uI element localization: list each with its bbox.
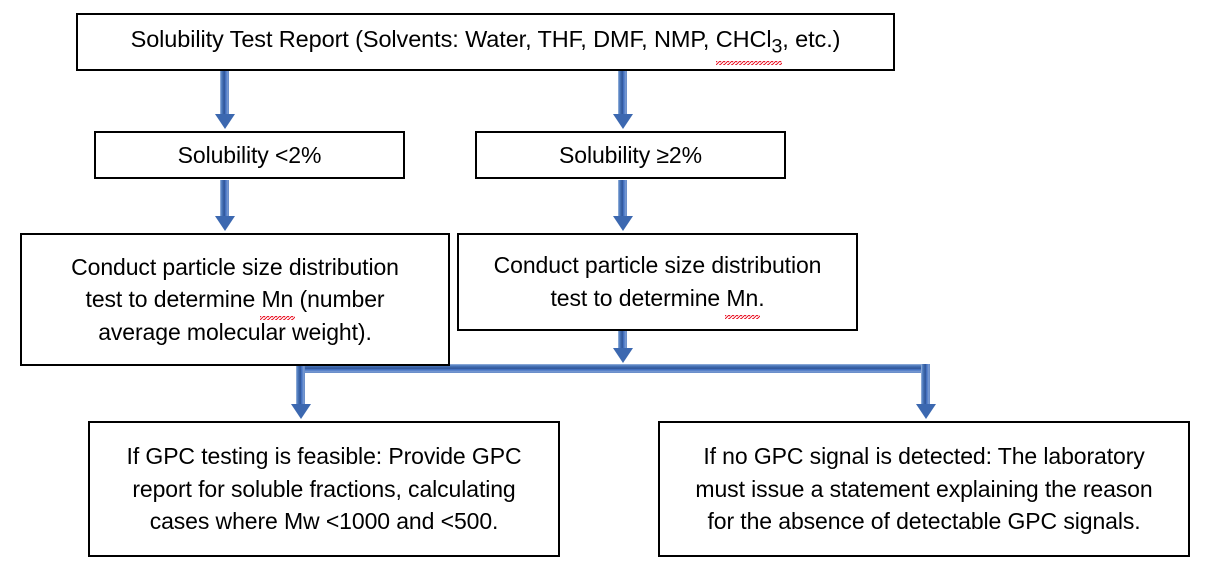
node-particle-size-distribution-right-label: Conduct particle size distribution test t…: [459, 249, 856, 319]
report-formula-chcl3: CHCl3: [715, 23, 783, 66]
arrow-head-down-icon: [612, 348, 633, 363]
gpc-yes-line2: report for soluble fractions, calculatin…: [132, 475, 516, 502]
arrow-shaft: [220, 180, 229, 218]
psd-left-line2-before: test to determine: [85, 286, 262, 313]
node-solubility-greater-equal-2[interactable]: Solubility ≥2%: [475, 131, 786, 179]
node-solubility-test-report[interactable]: Solubility Test Report (Solvents: Water,…: [76, 13, 895, 71]
arrow-head-down-right-icon: [915, 404, 936, 419]
psd-left-line3: average molecular weight).: [98, 318, 372, 345]
report-formula-subscript: 3: [771, 35, 783, 58]
gpc-yes-line3: cases where Mw <1000 and <500.: [149, 508, 499, 535]
psd-left-line2-after: (number: [293, 286, 385, 313]
psd-right-line2-after: .: [758, 285, 765, 311]
node-particle-size-distribution-left-label: Conduct particle size distribution test t…: [22, 251, 448, 349]
node-solubility-test-report-label: Solubility Test Report (Solvents: Water,…: [78, 23, 893, 66]
node-gpc-testing-feasible-label: If GPC testing is feasible: Provide GPC r…: [90, 440, 558, 538]
arrow-head-down-icon: [214, 114, 235, 129]
psd-right-line2-before: test to determine: [550, 285, 727, 311]
node-solubility-greater-equal-2-label: Solubility ≥2%: [559, 141, 702, 168]
arrow-shaft: [618, 71, 627, 116]
node-no-gpc-signal-detected-label: If no GPC signal is detected: The labora…: [660, 440, 1188, 538]
node-solubility-less-than-2-label: Solubility <2%: [177, 141, 322, 168]
arrow-shaft: [220, 71, 229, 116]
node-no-gpc-signal-detected[interactable]: If no GPC signal is detected: The labora…: [658, 421, 1190, 557]
gpc-no-line3: for the absence of detectable GPC signal…: [707, 508, 1141, 535]
psd-left-misspelled-mn: Mn: [260, 283, 295, 320]
arrow-leg-left: [296, 364, 305, 407]
gpc-no-line1: If no GPC signal is detected: The labora…: [703, 443, 1145, 470]
node-particle-size-distribution-left[interactable]: Conduct particle size distribution test t…: [20, 233, 450, 366]
arrow-head-down-icon: [214, 216, 235, 231]
report-formula-base: CHCl: [715, 25, 772, 52]
gpc-yes-line1: If GPC testing is feasible: Provide GPC: [126, 443, 522, 470]
report-text-after: , etc.): [782, 25, 841, 52]
node-gpc-testing-feasible[interactable]: If GPC testing is feasible: Provide GPC r…: [88, 421, 560, 557]
gpc-no-line2: must issue a statement explaining the re…: [695, 475, 1153, 502]
arrow-shaft: [618, 331, 627, 353]
arrow-shaft: [618, 180, 627, 218]
psd-left-line1: Conduct particle size distribution: [71, 253, 399, 280]
arrow-head-down-icon: [612, 216, 633, 231]
node-particle-size-distribution-right[interactable]: Conduct particle size distribution test t…: [457, 233, 858, 331]
report-text-before: Solubility Test Report (Solvents: Water,…: [130, 25, 716, 52]
node-solubility-less-than-2[interactable]: Solubility <2%: [94, 131, 405, 179]
psd-right-misspelled-mn: Mn: [725, 282, 760, 319]
arrow-horizontal-bus: [296, 364, 930, 373]
psd-right-line1: Conduct particle size distribution: [493, 252, 822, 279]
arrow-leg-right: [921, 364, 930, 407]
arrow-head-down-left-icon: [290, 404, 311, 419]
arrow-head-down-icon: [612, 114, 633, 129]
